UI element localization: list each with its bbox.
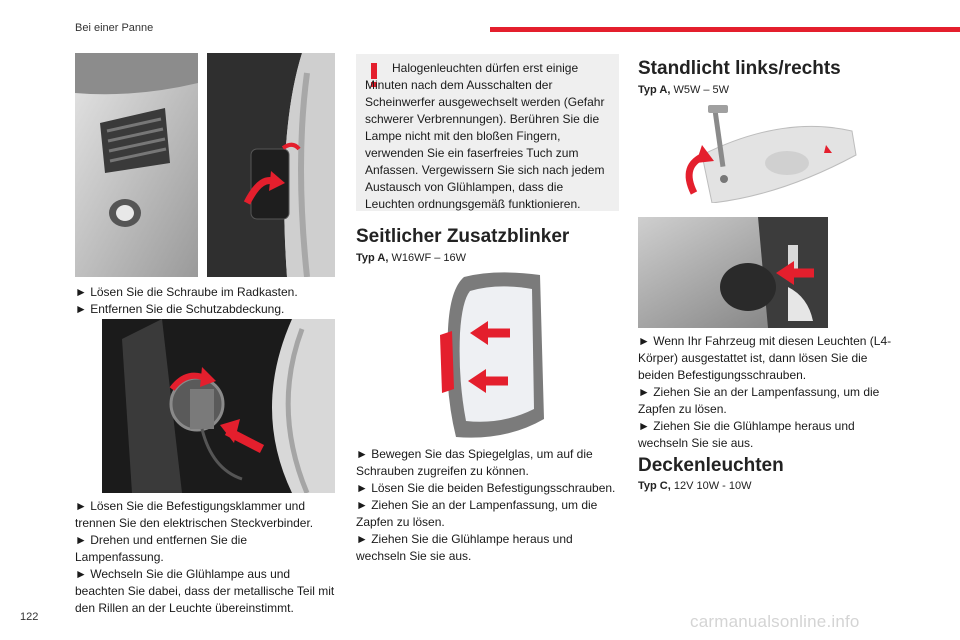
steps-side-light: ► Wenn Ihr Fahrzeug mit diesen Leuchten … [638,333,902,452]
section-title-side-light: Standlicht links/rechts [638,58,841,79]
spec-type: Typ A, [356,252,389,264]
step-item: ► Drehen und entfernen Sie die Lampenfas… [75,533,247,564]
exclamation-icon [371,63,377,87]
figure-bumper-foglight [75,53,198,277]
step-item: ► Ziehen Sie an der Lampenfassung, um di… [638,385,880,416]
step-item: ► Lösen Sie die Befestigungsklammer und … [75,499,314,530]
spec-value: 12V 10W - 10W [670,480,752,492]
header-accent-bar [490,27,960,32]
step-item: ► Lösen Sie die beiden Befestigungsschra… [356,481,616,495]
step-item: ► Ziehen Sie die Glühlampe heraus und we… [356,532,573,563]
bulb-spec-side-light: Typ A, W5W – 5W [638,84,729,96]
figure-headlamp-socket [102,319,335,493]
section-title-side-indicator: Seitlicher Zusatzblinker [356,226,570,247]
spec-type: Typ C, [638,480,671,492]
step-item: ► Wenn Ihr Fahrzeug mit diesen Leuchten … [638,334,892,382]
spec-value: W16WF – 16W [388,252,467,264]
steps-replace-bulb: ► Lösen Sie die Befestigungsklammer und … [75,498,339,617]
bulb-spec-side-indicator: Typ A, W16WF – 16W [356,252,466,264]
watermark: carmanualsonline.info [690,612,860,631]
running-header: Bei einer Panne [75,22,154,34]
figure-side-mirror [436,269,548,442]
section-title-ceiling-lights: Deckenleuchten [638,455,784,476]
step-item: ► Bewegen Sie das Spiegelglas, um auf di… [356,447,593,478]
bulb-spec-ceiling-lights: Typ C, 12V 10W - 10W [638,480,752,492]
step-item: ► Ziehen Sie die Glühlampe heraus und we… [638,419,855,450]
warning-box: Halogenleuchten dürfen erst einige Minut… [356,54,619,211]
step-item: ► Ziehen Sie an der Lampenfassung, um di… [356,498,598,529]
spec-type: Typ A, [638,84,671,96]
figure-lamp-unit [672,95,860,203]
figure-lamp-socket [638,217,828,328]
figure-wheel-arch [207,53,335,277]
page-number: 122 [20,611,39,623]
steps-side-indicator: ► Bewegen Sie das Spiegelglas, um auf di… [356,446,620,565]
step-item: ► Wechseln Sie die Glühlampe aus und bea… [75,567,335,615]
spec-value: W5W – 5W [670,84,730,96]
step-item: ► Entfernen Sie die Schutzabdeckung. [75,302,285,316]
step-item: ► Lösen Sie die Schraube im Radkasten. [75,285,298,299]
steps-remove-cover: ► Lösen Sie die Schraube im Radkasten. ►… [75,284,337,318]
warning-text: Halogenleuchten dürfen erst einige Minut… [365,61,605,211]
